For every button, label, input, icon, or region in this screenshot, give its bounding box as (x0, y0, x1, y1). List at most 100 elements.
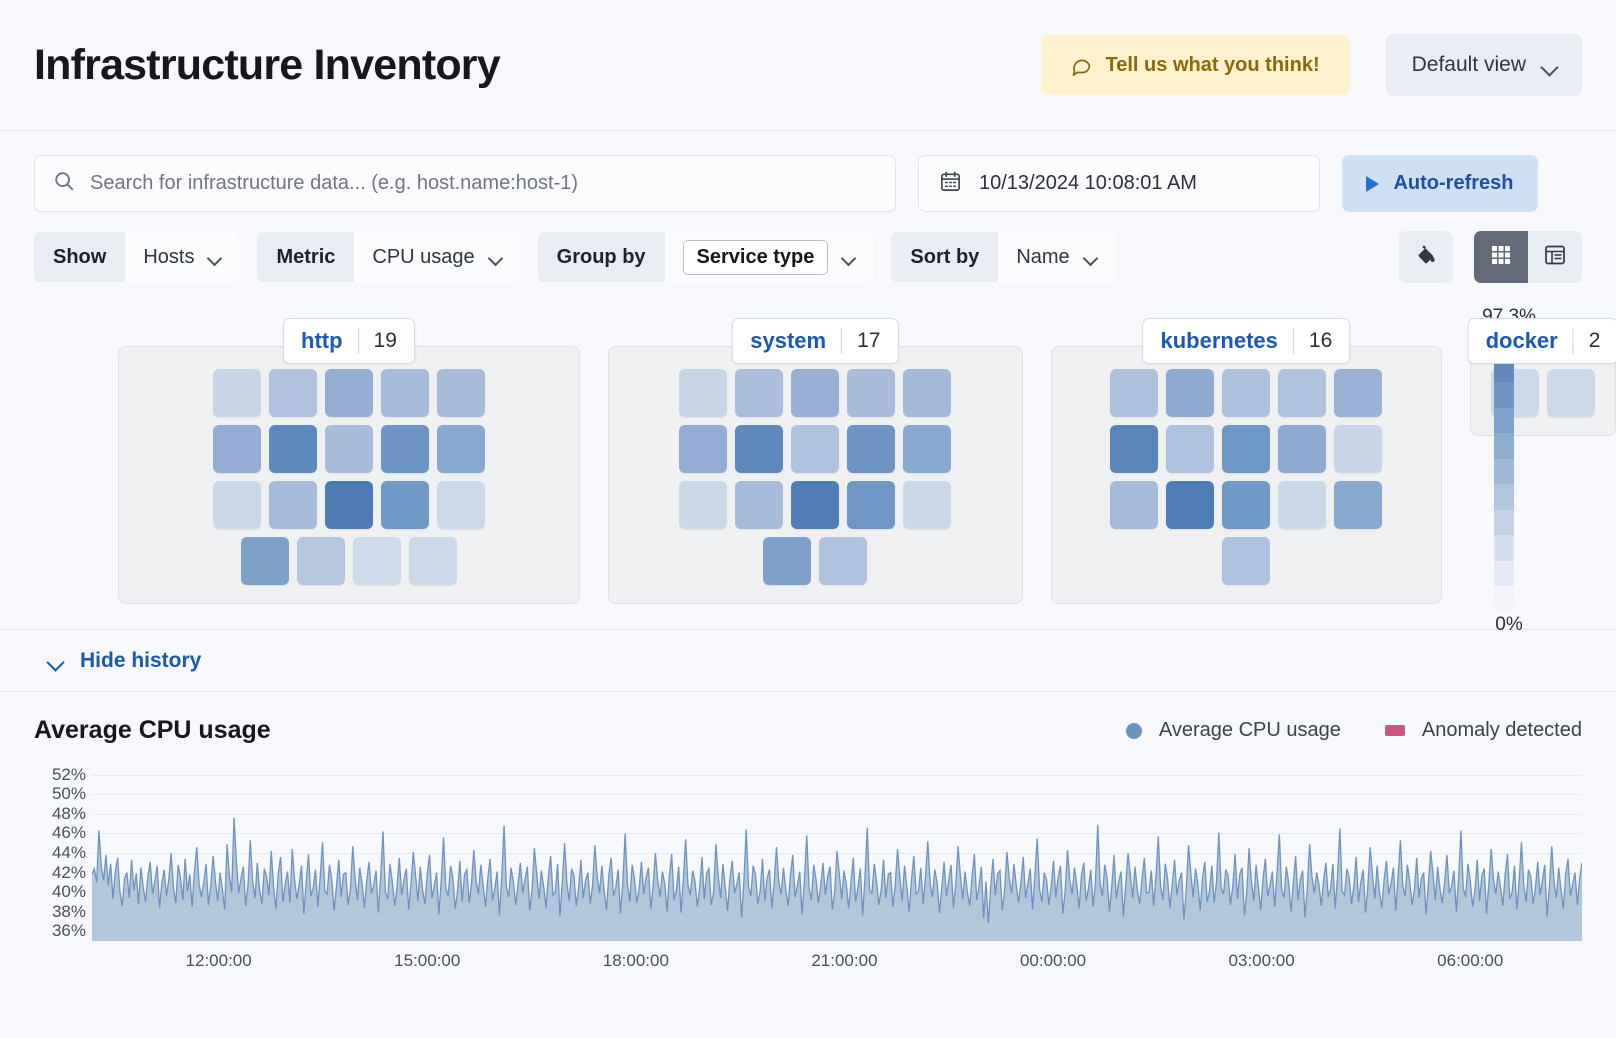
node-cell[interactable] (296, 537, 345, 585)
default-view-dropdown[interactable]: Default view (1385, 34, 1582, 96)
filter-group-by-key: Group by (537, 232, 665, 282)
color-fill-button[interactable] (1399, 231, 1453, 283)
x-axis-tick: 00:00:00 (1019, 951, 1087, 970)
chat-bubble-icon (1071, 55, 1092, 76)
filter-show-value[interactable]: Hosts (125, 232, 240, 282)
node-cell[interactable] (268, 425, 317, 473)
table-view-icon (1543, 243, 1567, 272)
node-cell[interactable] (380, 369, 429, 417)
map-view-toggle[interactable] (1474, 231, 1528, 283)
node-cell[interactable] (408, 537, 457, 585)
auto-refresh-button[interactable]: Auto-refresh (1342, 155, 1538, 212)
node-cell[interactable] (1334, 369, 1383, 417)
node-cell[interactable] (352, 537, 401, 585)
filter-metric: Metric CPU usage (257, 232, 520, 282)
node-cell[interactable] (1110, 481, 1159, 529)
node-cell[interactable] (819, 537, 868, 585)
node-cell[interactable] (436, 369, 485, 417)
node-cell[interactable] (1110, 369, 1159, 417)
search-box[interactable] (34, 155, 896, 212)
y-axis-tick: 42% (51, 862, 86, 882)
node-row (1072, 425, 1421, 473)
node-row (1072, 369, 1421, 417)
node-cell[interactable] (791, 369, 840, 417)
node-cell[interactable] (1166, 369, 1215, 417)
node-cell[interactable] (324, 481, 373, 529)
node-cell[interactable] (240, 537, 289, 585)
filter-group-by-value[interactable]: Service type (664, 232, 874, 282)
node-cell[interactable] (212, 481, 261, 529)
x-axis-tick: 12:00:00 (185, 951, 252, 970)
node-cell[interactable] (679, 369, 728, 417)
node-cell[interactable] (903, 425, 952, 473)
node-cell[interactable] (1222, 537, 1271, 585)
node-cell[interactable] (212, 425, 261, 473)
hide-history-toggle[interactable]: Hide history (0, 630, 1616, 692)
node-cell[interactable] (903, 369, 952, 417)
node-cell[interactable] (268, 481, 317, 529)
node-cell[interactable] (212, 369, 261, 417)
filter-row: Show Hosts Metric CPU usage Group by Ser… (34, 231, 1582, 283)
search-icon (53, 170, 75, 197)
node-cell[interactable] (1278, 369, 1327, 417)
node-cell[interactable] (268, 369, 317, 417)
node-cell[interactable] (847, 481, 896, 529)
legend-step (1494, 509, 1514, 536)
filter-group-by: Group by Service type (537, 232, 874, 282)
node-cell[interactable] (763, 537, 812, 585)
node-cell[interactable] (436, 481, 485, 529)
node-cell[interactable] (791, 481, 840, 529)
search-input[interactable] (90, 172, 877, 195)
separator (1292, 328, 1294, 354)
table-view-toggle[interactable] (1528, 231, 1582, 283)
node-cell[interactable] (1334, 481, 1383, 529)
node-cell[interactable] (847, 425, 896, 473)
node-cell[interactable] (1334, 425, 1383, 473)
node-cell[interactable] (1110, 425, 1159, 473)
node-cell[interactable] (903, 481, 952, 529)
node-cell[interactable] (1166, 425, 1215, 473)
feedback-button[interactable]: Tell us what you think! (1040, 35, 1350, 95)
legend-step (1494, 433, 1514, 459)
filter-group-by-value-label: Service type (682, 239, 829, 275)
filter-sort-by-value[interactable]: Name (998, 232, 1115, 282)
node-cell[interactable] (735, 481, 784, 529)
node-cell[interactable] (679, 425, 728, 473)
node-cell[interactable] (1222, 425, 1271, 473)
grid-view-icon (1489, 243, 1513, 272)
node-row (629, 425, 1002, 473)
node-cell[interactable] (735, 369, 784, 417)
node-cell[interactable] (1222, 481, 1271, 529)
legend-item-average-cpu-usage[interactable]: Average CPU usage (1125, 719, 1341, 742)
node-cell[interactable] (1278, 481, 1327, 529)
y-axis: 36%38%40%42%44%46%48%50%52% (34, 765, 92, 941)
node-cell[interactable] (735, 425, 784, 473)
node-cell[interactable] (380, 425, 429, 473)
y-axis-tick: 44% (51, 843, 86, 862)
y-axis-tick: 48% (51, 803, 86, 823)
node-cell[interactable] (1166, 481, 1215, 529)
node-cell[interactable] (324, 369, 373, 417)
node-cell[interactable] (1222, 369, 1271, 417)
separator (1572, 328, 1574, 354)
legend-bar-icon (1384, 725, 1405, 736)
node-cell[interactable] (1547, 369, 1595, 417)
filter-metric-value[interactable]: CPU usage (354, 232, 520, 282)
node-cell[interactable] (791, 425, 840, 473)
node-cell[interactable] (324, 425, 373, 473)
node-row (1072, 537, 1421, 585)
date-picker[interactable]: 10/13/2024 10:08:01 AM (918, 155, 1320, 212)
node-cell[interactable] (436, 425, 485, 473)
node-cell[interactable] (847, 369, 896, 417)
node-cell[interactable] (679, 481, 728, 529)
grid-line (92, 794, 1582, 796)
node-cell[interactable] (1278, 425, 1327, 473)
y-axis-tick: 36% (51, 921, 86, 941)
legend-item-anomaly-detected[interactable]: Anomaly detected (1384, 719, 1582, 742)
node-cell[interactable] (380, 481, 429, 529)
plot-area[interactable] (92, 765, 1582, 941)
